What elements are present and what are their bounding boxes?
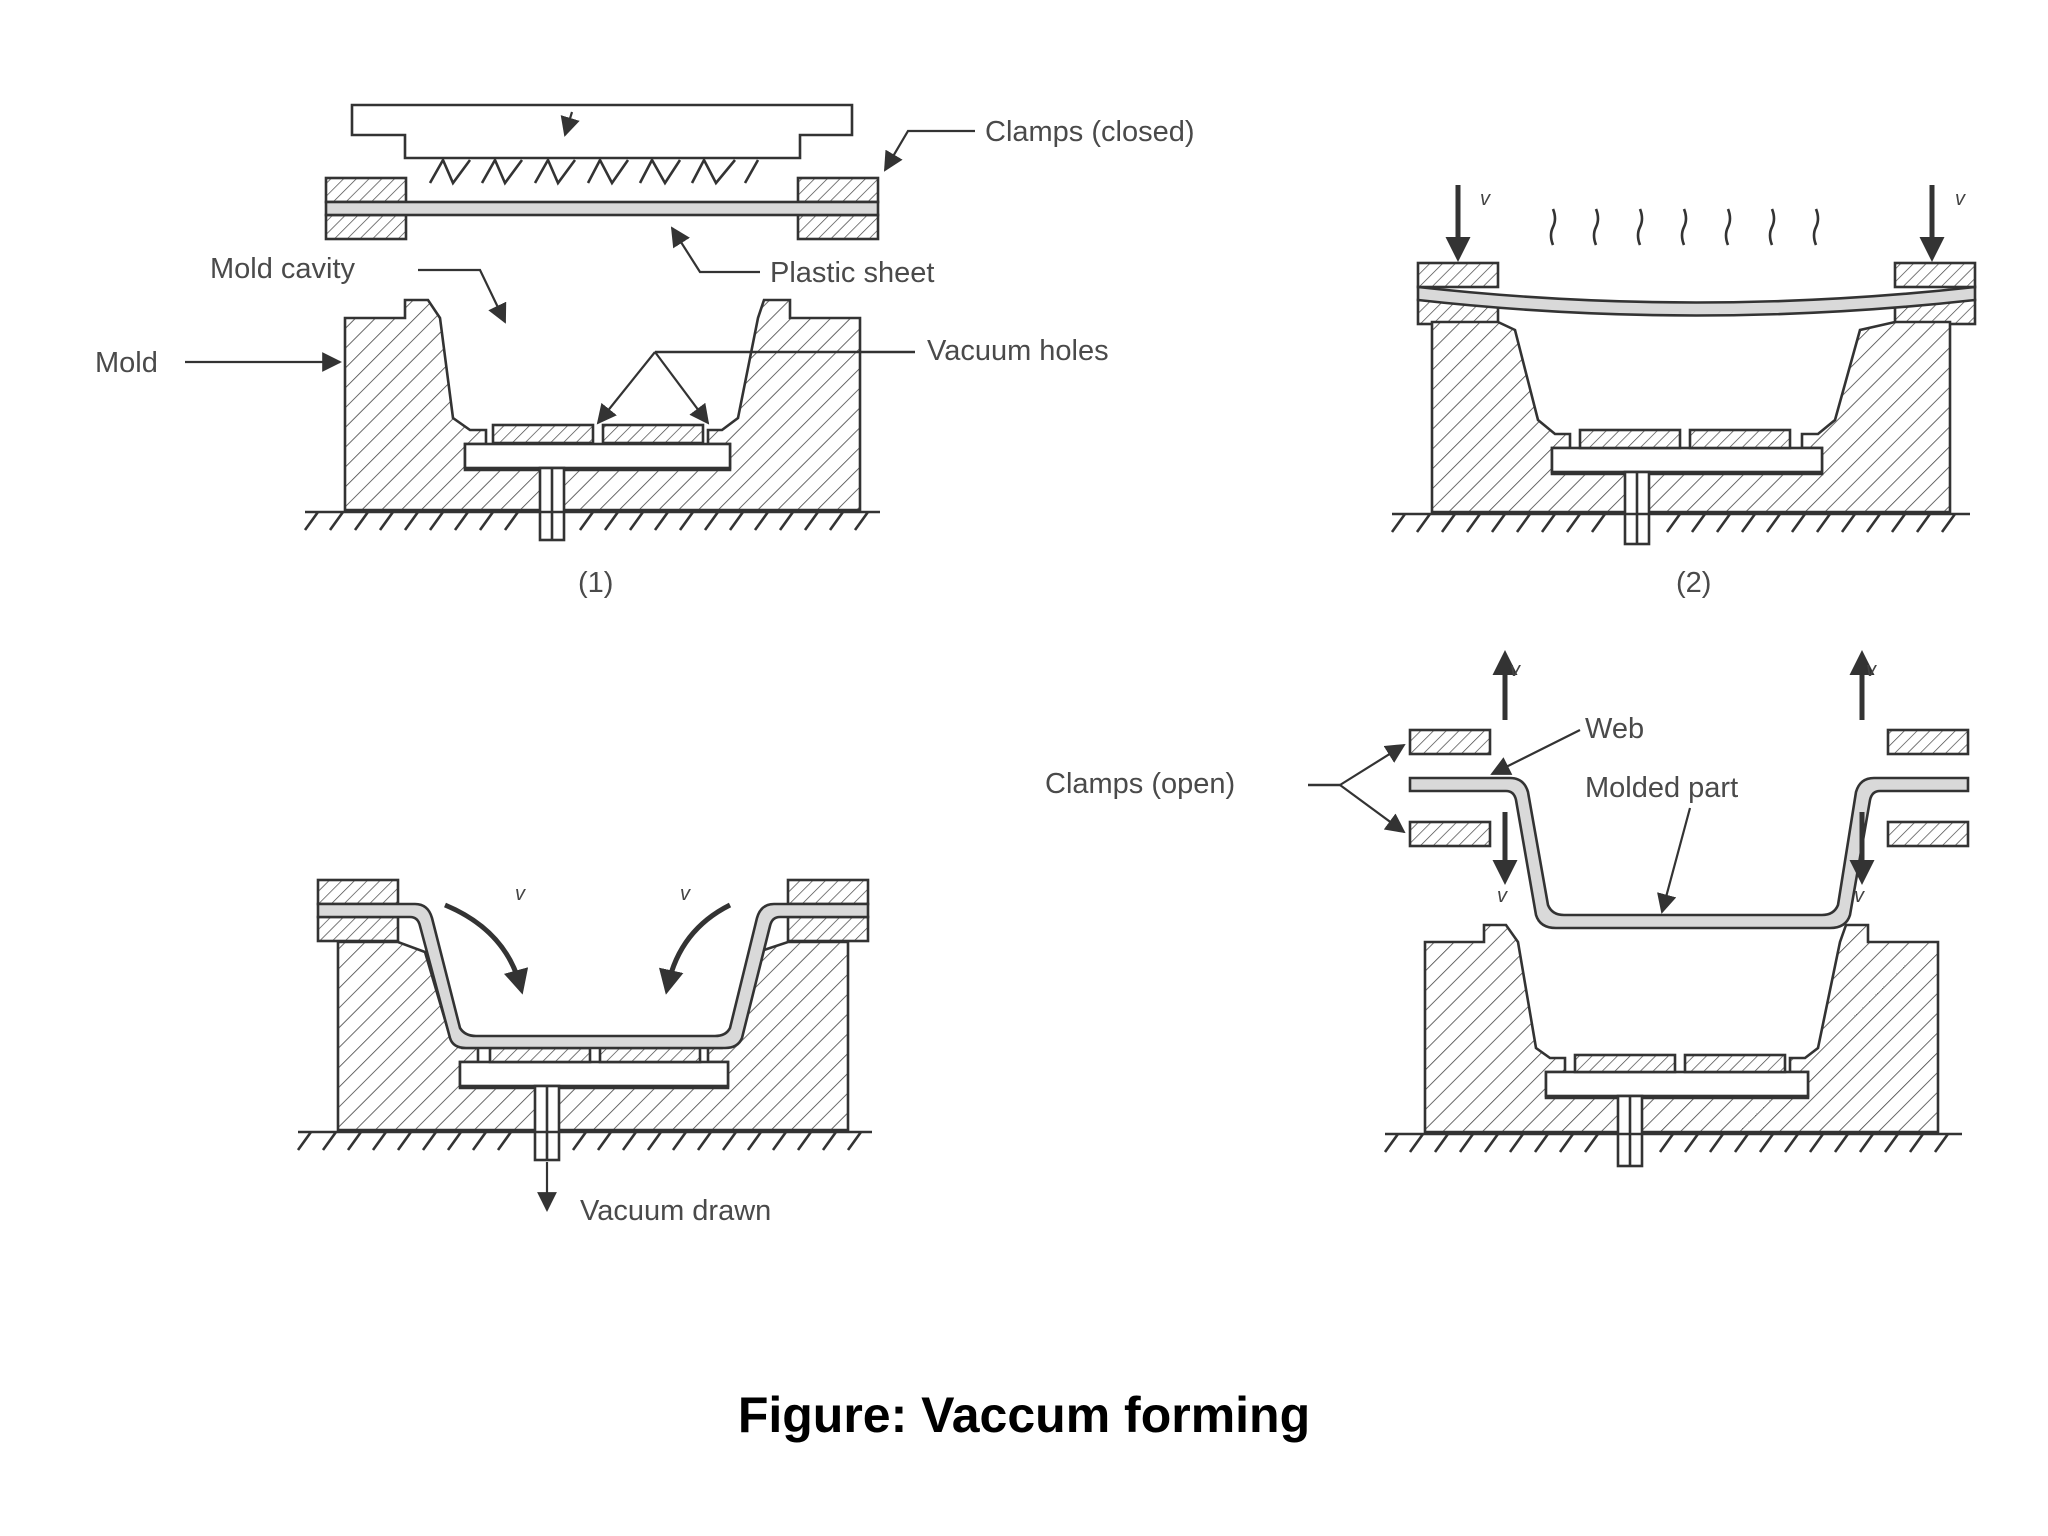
svg-text:v: v [515,883,526,905]
label-vacuum-drawn: Vacuum drawn [580,1195,771,1227]
panel-1: Clamps (closed) Mold cavity Plastic shee… [95,103,1195,599]
svg-text:v: v [1480,188,1491,210]
label-mold: Mold [95,347,158,379]
panel-3: v v Vacuum drawn [296,878,872,1227]
heat-squiggles [1549,208,1820,246]
clamp-lower-right [786,915,870,943]
heater [350,103,854,160]
clamp-lower-left [316,915,400,943]
mold-bottom-plate [458,1060,730,1088]
clamp-upper-left [316,878,400,906]
vacuum-hole-plate-left [491,423,595,445]
mold-bottom-plate [1544,1070,1810,1098]
mold [336,940,850,1132]
figure-caption: Figure: Vaccum forming [737,1387,1311,1443]
panel-2: v v (2) [1390,185,1977,599]
vacuum-hole-plate-left [1573,1053,1677,1074]
label-step-1: (1) [578,567,613,599]
svg-text:v: v [1955,188,1966,210]
svg-text:v: v [1510,659,1521,681]
sagging-sheet [1416,285,1977,317]
label-clamps-open: Clamps (open) [1045,768,1235,800]
mold [1423,923,1940,1134]
mold-bottom-plate [1550,446,1824,474]
label-clamps-closed: Clamps (closed) [985,116,1195,148]
label-vacuum-holes: Vacuum holes [927,335,1109,367]
label-mold-cavity: Mold cavity [210,253,356,285]
vacuum-hole-plate-right [1683,1053,1787,1074]
label-plastic-sheet: Plastic sheet [770,257,934,289]
clamp-upper-right [1886,728,1970,756]
mold-bottom-plate [463,442,732,470]
svg-text:v: v [1497,885,1508,907]
vacuum-hole-plate-right [601,423,705,445]
heat-rays [428,157,760,186]
plastic-sheet [324,200,880,217]
svg-text:v: v [1866,659,1877,681]
clamp-lower-left [324,213,408,241]
svg-text:v: v [680,883,691,905]
mold [343,298,862,512]
vacuum-hole-plate-left [488,1046,592,1064]
clamp-lower-right [796,213,880,241]
formed-sheet [316,902,870,1050]
panel-4: v v v v Clamps (open) Web Molded part [1045,650,1970,1168]
svg-text:v: v [1854,885,1865,907]
label-step-2: (2) [1676,567,1711,599]
vacuum-hole-plate-right [1688,428,1792,450]
vacuum-hole-plate-right [598,1046,702,1064]
clamp-upper-right [796,176,880,204]
clamp-upper-left [1416,261,1500,289]
clamp-upper-left [1408,728,1492,756]
molded-part [1408,776,1970,930]
label-molded-part: Molded part [1585,772,1738,804]
clamp-lower-right [1886,820,1970,848]
vacuum-hole-plate-left [1578,428,1682,450]
clamp-upper-left [324,176,408,204]
label-web: Web [1585,713,1644,745]
clamp-lower-left [1408,820,1492,848]
clamp-upper-right [1893,261,1977,289]
clamp-upper-right [786,878,870,906]
mold [1430,320,1952,514]
